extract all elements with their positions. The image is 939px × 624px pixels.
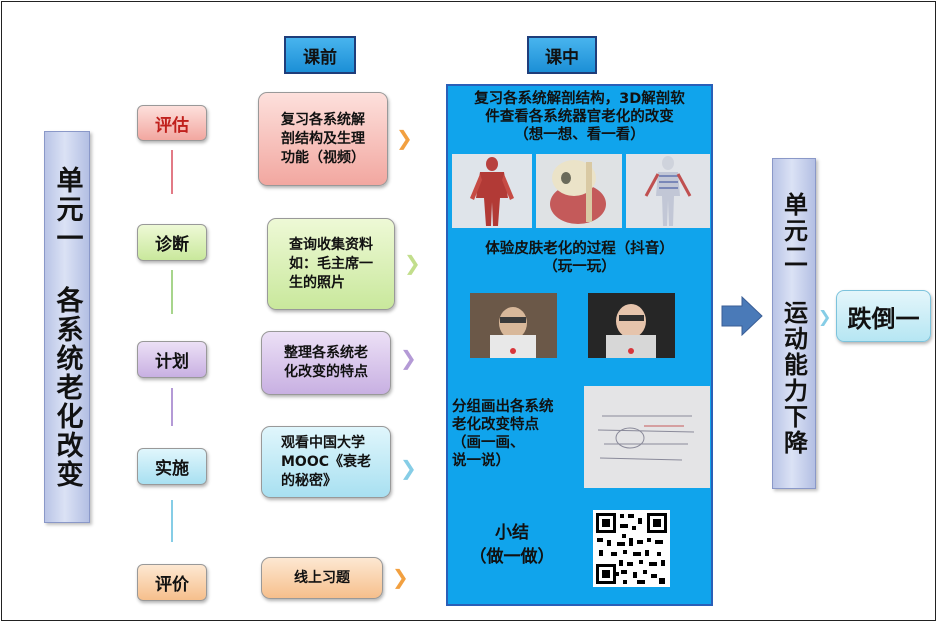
header-pre-class-label: 课前 bbox=[303, 47, 337, 68]
chevron-right-icon: ❯ bbox=[404, 251, 421, 275]
chevron-right-icon: ❯ bbox=[400, 456, 417, 480]
skin-aging-video-1 bbox=[470, 293, 557, 358]
activity-box-3: 整理各系统老 化改变的特点 bbox=[261, 331, 391, 395]
chevron-right-icon: ❯ bbox=[392, 565, 409, 589]
stage-assess-label: 评估 bbox=[155, 115, 189, 136]
chevron-right-icon: ❯ bbox=[818, 307, 832, 326]
connector-line bbox=[171, 388, 173, 426]
stage-evaluate: 评价 bbox=[137, 564, 207, 601]
in-class-block1-text: 复习各系统解剖结构，3D解剖软 件查看各系统器官老化的改变 （想一想、看一看） bbox=[474, 91, 685, 143]
activity-text-5: 线上习题 bbox=[294, 569, 350, 586]
qr-code-icon bbox=[593, 510, 670, 587]
in-class-block2-text: 体验皮肤老化的过程（抖音） （玩一玩） bbox=[485, 241, 674, 275]
header-in-class: 课中 bbox=[527, 36, 597, 74]
header-pre-class: 课前 bbox=[284, 36, 356, 74]
anatomy-skeleton-image bbox=[626, 154, 710, 228]
unit1-bar: 单元一 各系统老化改变 bbox=[44, 131, 90, 523]
stage-implement-label: 实施 bbox=[155, 459, 189, 479]
anatomy-muscle-image bbox=[452, 154, 532, 228]
chevron-right-icon: ❯ bbox=[396, 126, 413, 150]
activity-text-2: 查询收集资料 如：毛主席一 生的照片 bbox=[289, 236, 373, 291]
unit2-label: 单元二 运动能力下降 bbox=[779, 191, 808, 456]
activity-text-4: 观看中国大学 MOOC《衰老 的秘密》 bbox=[280, 434, 371, 489]
in-class-block4-text: 小结 （做一做） bbox=[469, 523, 555, 567]
stage-implement: 实施 bbox=[137, 448, 207, 485]
connector-line bbox=[171, 270, 173, 314]
stage-plan-label: 计划 bbox=[155, 352, 189, 372]
chevron-right-icon: ❯ bbox=[400, 346, 417, 370]
skin-aging-video-2 bbox=[588, 293, 675, 358]
connector-line bbox=[171, 150, 173, 194]
anatomy-skull-image bbox=[536, 154, 622, 228]
stage-evaluate-label: 评价 bbox=[155, 575, 189, 595]
in-class-block3-text: 分组画出各系统 老化改变特点 （画一画、 说一说） bbox=[452, 399, 554, 469]
stage-plan: 计划 bbox=[137, 341, 207, 378]
header-in-class-label: 课中 bbox=[545, 47, 579, 68]
result-fall-label: 跌倒一 bbox=[847, 304, 920, 333]
unit2-bar: 单元二 运动能力下降 bbox=[772, 158, 816, 489]
result-fall-box: 跌倒一 bbox=[836, 290, 931, 342]
unit1-label: 单元一 各系统老化改变 bbox=[51, 165, 83, 489]
activity-text-3: 整理各系统老 化改变的特点 bbox=[284, 345, 368, 380]
activity-box-2: 查询收集资料 如：毛主席一 生的照片 bbox=[267, 218, 395, 310]
stage-diagnose-label: 诊断 bbox=[155, 235, 189, 255]
activity-box-5: 线上习题 bbox=[261, 557, 383, 599]
activity-box-1: 复习各系统解 剖结构及生理 功能（视频） bbox=[258, 92, 388, 186]
arrow-right-icon bbox=[720, 295, 764, 337]
stage-diagnose: 诊断 bbox=[137, 224, 207, 261]
group-drawing-image bbox=[584, 386, 710, 488]
activity-text-1: 复习各系统解 剖结构及生理 功能（视频） bbox=[281, 111, 365, 166]
connector-line bbox=[171, 500, 173, 542]
stage-assess: 评估 bbox=[137, 105, 207, 141]
activity-box-4: 观看中国大学 MOOC《衰老 的秘密》 bbox=[261, 426, 391, 498]
